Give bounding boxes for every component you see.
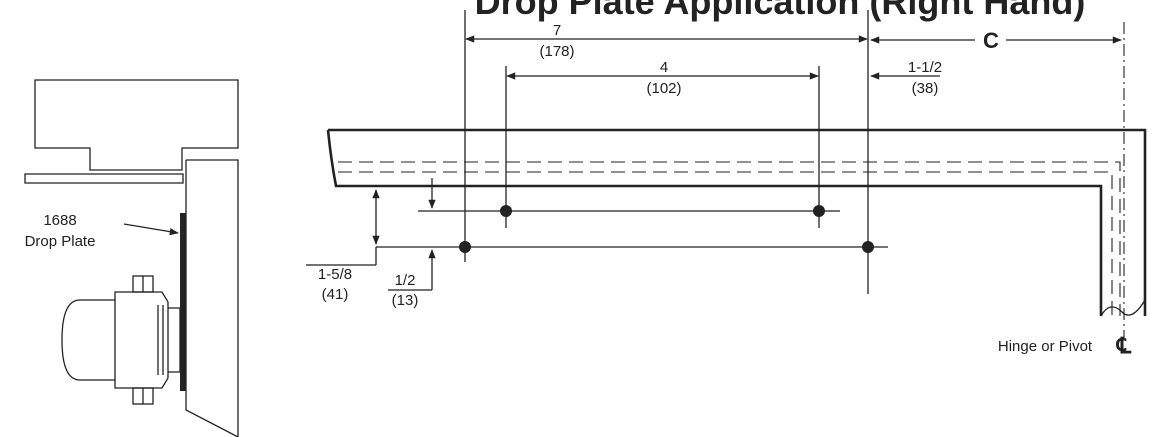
drop-plate-number: 1688: [43, 212, 76, 229]
frame-header: [34, 79, 239, 171]
base-plate: [24, 173, 184, 184]
dim-4-mm: (102): [646, 80, 681, 97]
dim-1-2-value: 1/2: [395, 272, 416, 289]
drop-plate-name: Drop Plate: [25, 233, 96, 250]
dim-1-2-mm: (13): [392, 292, 419, 309]
dim-7-value: 7: [553, 22, 561, 39]
hole-upper-right: [813, 205, 825, 217]
hidden-line-lower: [338, 171, 1113, 316]
hole-lower-left: [459, 241, 471, 253]
centerline-icon: ℄: [1116, 333, 1132, 358]
door-top-edge: [186, 159, 239, 437]
dim-7-mm: (178): [539, 43, 574, 60]
shoe-plate: [168, 307, 181, 373]
drop-plate: [180, 213, 186, 391]
dim-1-5-8-value: 1-5/8: [318, 266, 352, 283]
hinge-or-pivot-label: Hinge or Pivot: [998, 338, 1093, 355]
hole-upper-left: [500, 205, 512, 217]
door-face: [185, 160, 239, 437]
side-view: 1688 Drop Plate: [24, 79, 239, 437]
arm-block: [114, 291, 169, 389]
drop-plate-leader: [123, 223, 179, 236]
frame-bottom-edge: [326, 129, 1103, 316]
hole-lower-right: [862, 241, 874, 253]
frame-break-line: [1100, 299, 1146, 317]
dim-1-1-2-mm: (38): [912, 80, 939, 97]
dim-c-value: C: [983, 28, 999, 53]
hidden-line-upper: [338, 161, 1121, 316]
frame-top-edge: [328, 128, 1147, 316]
dim-1-1-2-value: 1-1/2: [908, 59, 942, 76]
diagram-title: Drop Plate Application (Right Hand): [475, 0, 1086, 22]
arm-rounded-end: [61, 299, 115, 381]
dim-1-5-8-mm: (41): [322, 286, 349, 303]
template-view: 7 (178) 4 (102) C 1-1/2 (38) 1-5/8 (41) …: [306, 10, 1147, 358]
dim-4-value: 4: [660, 59, 668, 76]
